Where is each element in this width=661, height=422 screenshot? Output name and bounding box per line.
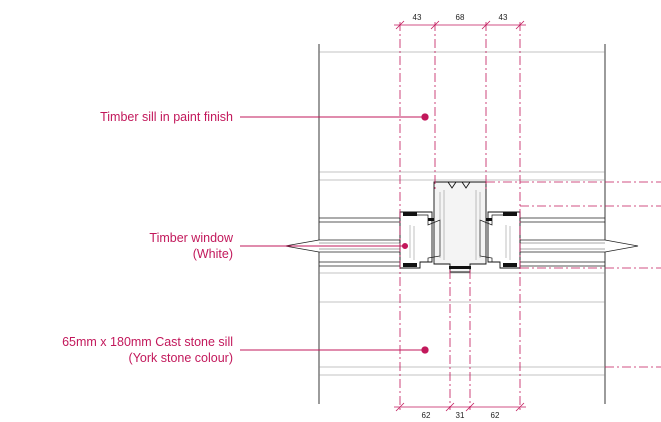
gasket-marks [403,212,517,269]
bottom-dimension-chain [394,402,526,412]
dim-bottom-1: 62 [422,411,431,420]
dim-bottom-3: 62 [491,411,500,420]
centre-lines [399,22,661,410]
dim-top-3: 43 [499,13,508,22]
label-timber-sill: Timber sill in paint finish [100,110,233,124]
label-cast-stone-line1: 65mm x 180mm Cast stone sill [62,335,233,349]
dim-top-1: 43 [413,13,422,22]
leader-lines [240,113,429,354]
label-timber-window-line1: Timber window [149,231,234,245]
top-dimension-chain [394,20,526,30]
window-frames [399,181,521,273]
label-timber-window-line2: (White) [193,247,233,261]
dim-bottom-2: 31 [456,411,465,420]
wall-section-lines [318,44,606,404]
label-cast-stone-line2: (York stone colour) [129,351,233,365]
timber-grain-hatch [409,190,511,260]
dim-top-2: 68 [456,13,465,22]
